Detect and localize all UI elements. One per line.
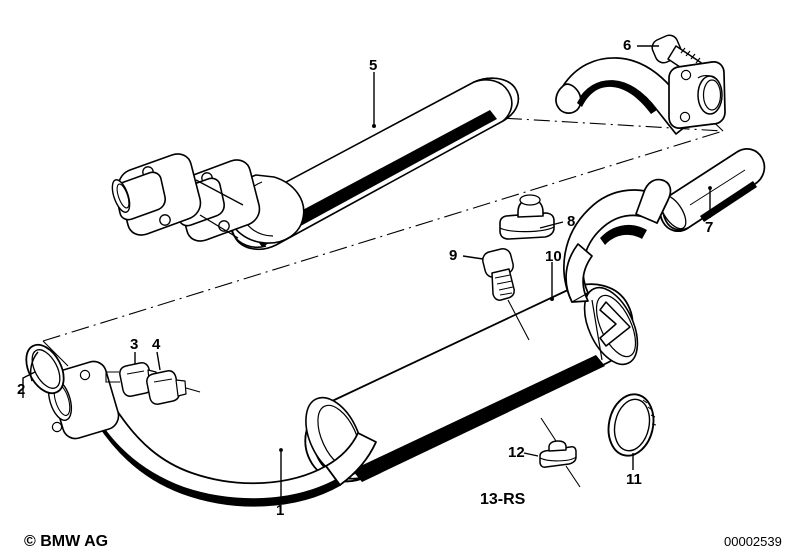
flange-a-hole-bottom (159, 214, 171, 226)
callout-4: 4 (152, 336, 161, 353)
grommet-12-top (548, 440, 567, 452)
part-10-rear-silencer (304, 283, 639, 483)
tailpipe-upper-stub (635, 178, 672, 224)
tailpipe-lower-join (565, 243, 593, 303)
flange-web-lower (199, 214, 239, 239)
grommet-12-rim (539, 456, 577, 462)
flange-1-hole-bottom (51, 421, 63, 433)
sleeve-7-shadow (700, 181, 757, 222)
silencer-10-shadow (352, 355, 605, 482)
leader-8 (539, 221, 564, 229)
flange-6-hole-top (680, 69, 692, 81)
bolt-6-threads (680, 47, 701, 64)
leader-10-dot (550, 297, 554, 301)
leader-2 (22, 371, 36, 398)
leader-5-dot (372, 124, 376, 128)
mount-8-base (499, 212, 555, 240)
leader-12 (523, 452, 539, 457)
silencer-5-shadow (254, 110, 497, 247)
ring-11-inner (613, 398, 651, 452)
flange-6-bore-inner (702, 79, 722, 111)
callout-10: 10 (545, 248, 562, 265)
part-9-mounting-bolt (482, 248, 530, 341)
sleeve-7-seam (689, 169, 746, 206)
axis-tick-left (42, 340, 69, 367)
gasket-2-thickness (29, 351, 39, 382)
nut-3-face-line (126, 370, 145, 375)
callout-5: 5 (369, 57, 378, 74)
copyright-notice: © BMW AG (24, 533, 109, 550)
callout-8: 8 (567, 213, 576, 230)
ring-11-hatching (642, 399, 657, 426)
nut-3-body (119, 362, 153, 397)
axis-line-lower (42, 130, 724, 342)
grommet-12-leader-up (540, 417, 557, 442)
callout-3: 3 (130, 336, 139, 353)
parts-3-4-leader-path (105, 371, 201, 393)
callout-1: 1 (276, 502, 285, 519)
pipe-6-shadow (577, 80, 657, 114)
part-8-rubber-mounting (499, 194, 555, 240)
callout-13-rs: 13-RS (480, 491, 526, 508)
silencer-5-rear-cap (473, 77, 520, 122)
leader-1-dot (279, 448, 283, 452)
callout-6: 6 (623, 37, 632, 54)
document-number: 00002539 (724, 534, 782, 549)
gasket-2-inner (31, 349, 61, 389)
callout-9: 9 (449, 247, 458, 264)
bolt-4-side (175, 379, 187, 397)
part-12-mounting-grommet (539, 417, 581, 488)
bolt-9-threads (494, 274, 514, 296)
bolt-4-face-line (153, 378, 173, 383)
leader-3-4-step (105, 371, 120, 383)
part-6-curved-pipe (555, 57, 726, 135)
callout-leaders (22, 45, 712, 500)
flange-a-stub-bore (116, 183, 130, 209)
part-11-sealing-ring (607, 393, 657, 457)
leader-4-tail (185, 387, 201, 393)
flange-1-hole-top (79, 369, 91, 381)
grommet-12-body (539, 446, 577, 468)
silencer-10-clamp-bracket (599, 301, 631, 347)
silencer-10-seam (591, 299, 603, 361)
part-5-flange-assembly (111, 153, 261, 242)
part-5-front-silencer (226, 77, 520, 251)
part-2-gasket-ring (25, 343, 65, 395)
flange-6-collar (697, 75, 719, 82)
leader-4 (156, 351, 161, 371)
mount-8-top (519, 194, 541, 206)
part-7-connecting-sleeve (659, 148, 766, 232)
bolt-9-shank (491, 268, 515, 301)
leader-9 (462, 255, 484, 260)
callout-7: 7 (705, 219, 714, 236)
bolt-9-leader (507, 299, 530, 341)
pipe-6-open-end (555, 83, 582, 114)
mount-8-rim (499, 226, 555, 233)
callout-11: 11 (626, 471, 642, 488)
bolt-4-head (146, 370, 180, 405)
flange-6-hole-bottom (679, 111, 691, 123)
part-4-clamp-bolt (146, 370, 187, 405)
callout-2: 2 (17, 381, 26, 398)
grommet-12-leader-down (565, 465, 581, 488)
flange-web-upper (195, 179, 244, 206)
leader-7-dot (708, 186, 712, 190)
tailpipe-shadow (600, 224, 647, 245)
callout-12: 12 (508, 444, 525, 461)
pipe-1-riser-edge (357, 432, 377, 443)
tailpipe-s-curve (563, 178, 672, 303)
tailpipe-join-edge (571, 292, 589, 303)
